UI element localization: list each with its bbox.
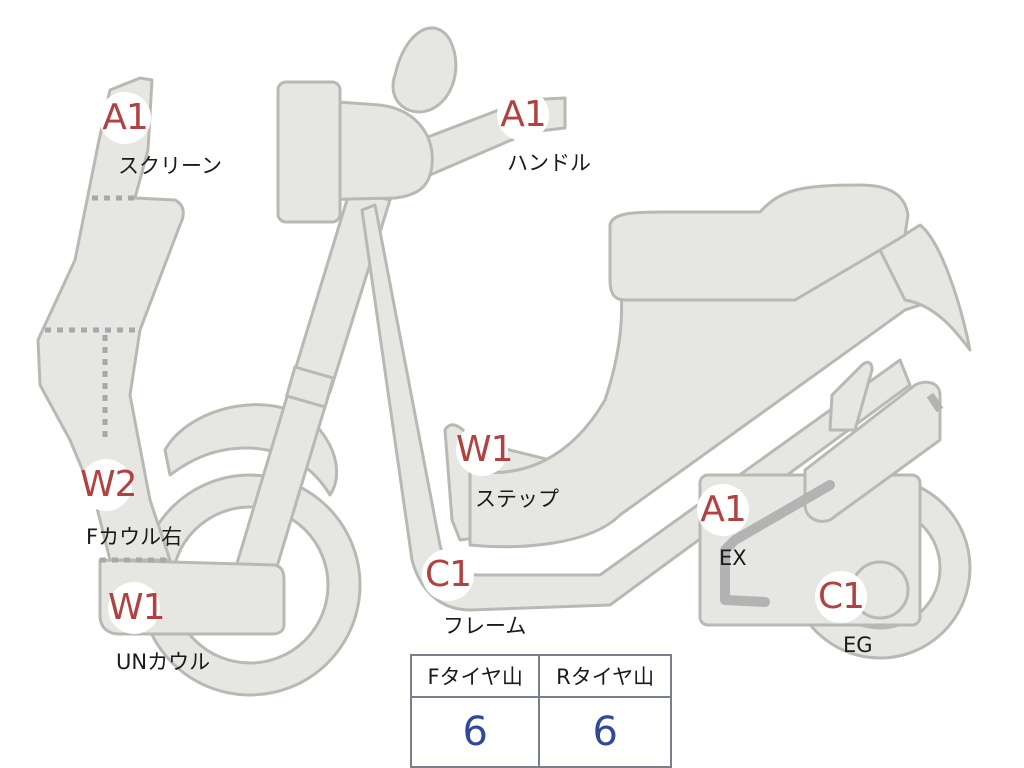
air-box (803, 380, 942, 523)
cowl-seam (45, 195, 170, 563)
handle-grade-badge: A1 (497, 89, 549, 141)
tire-tread-table: Fタイヤ山 Rタイヤ山 6 6 (409, 654, 672, 768)
rear-tire-header: Rタイヤ山 (538, 654, 672, 698)
f-cowl-right-grade-badge: W2 (80, 459, 138, 511)
f-cowl-right-label: Fカウル右 (86, 525, 183, 549)
screen-label: スクリーン (118, 154, 222, 178)
under-cowl-grade-badge: W1 (108, 582, 166, 634)
headlight (276, 80, 342, 224)
seat (608, 183, 910, 302)
air-box-pipe (926, 392, 944, 413)
rear-tire-value: 6 (538, 696, 672, 768)
frame-label: フレーム (443, 614, 527, 638)
mirror (391, 26, 458, 114)
engine-grade-badge: C1 (815, 571, 867, 623)
front-tire-value: 6 (409, 696, 541, 768)
step-grade-badge: W1 (456, 424, 514, 476)
exhaust-grade-badge: A1 (697, 484, 749, 536)
fork-collar (285, 365, 335, 409)
tire-table-value-row: 6 6 (409, 696, 672, 768)
step-label: ステップ (475, 487, 559, 511)
front-tire-header: Fタイヤ山 (409, 654, 541, 698)
engine-label: EG (843, 633, 873, 657)
rear-suspension (828, 360, 874, 432)
handle-label: ハンドル (507, 151, 591, 175)
tire-table-header-row: Fタイヤ山 Rタイヤ山 (409, 654, 672, 698)
exhaust-pipe (720, 480, 835, 607)
under-cowl-label: UNカウル (116, 650, 211, 674)
exhaust-label: EX (719, 546, 747, 570)
frame-grade-badge: C1 (422, 549, 474, 601)
screen-grade-badge: A1 (99, 92, 151, 144)
tail-cowl (878, 223, 972, 352)
